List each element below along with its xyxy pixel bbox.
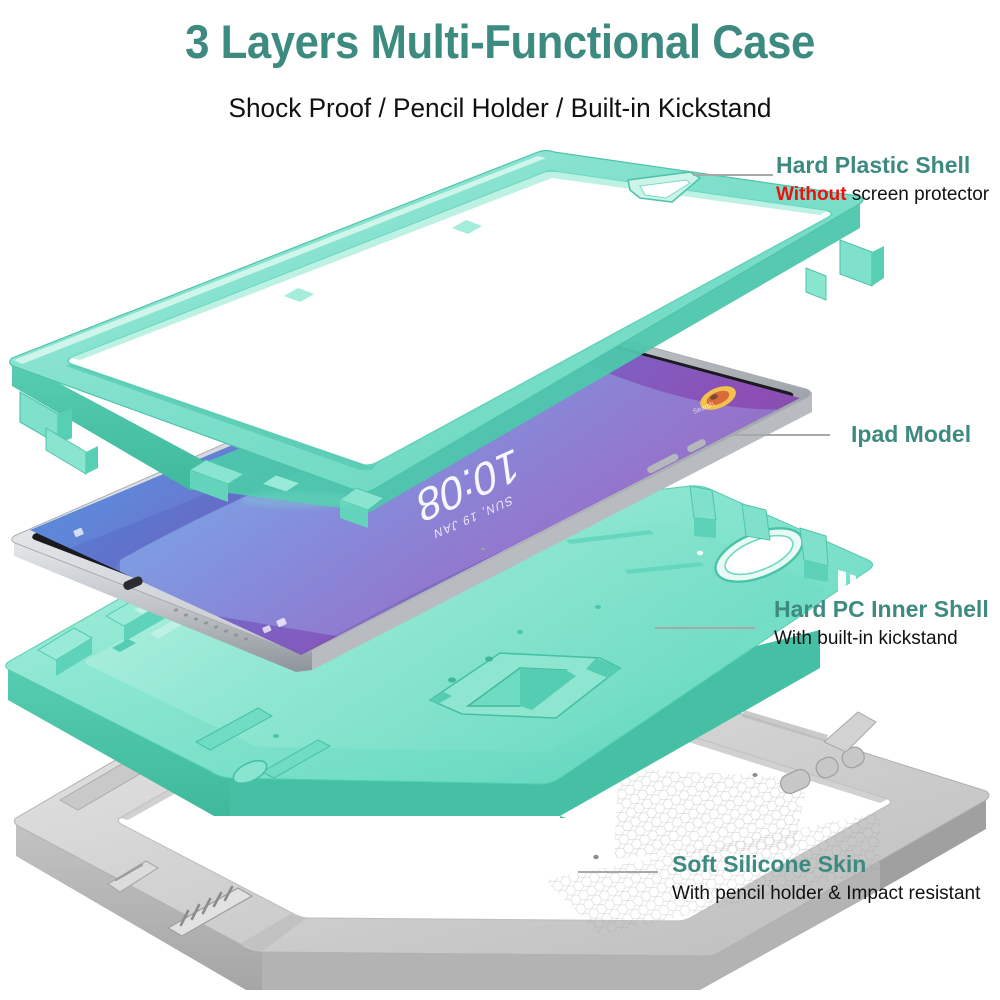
shell-camera-cutout — [627, 171, 702, 203]
callout-warning-without: Without — [776, 184, 847, 206]
callout-sub-soft-silicone-skin: With pencil holder & Impact resistant — [672, 883, 981, 905]
callout-sub-hard-pc-inner-shell: With built-in kickstand — [774, 628, 958, 650]
page-subtitle: Shock Proof / Pencil Holder / Built-in K… — [228, 93, 772, 123]
callout-title-soft-silicone-skin: Soft Silicone Skin — [672, 851, 867, 877]
leader-line-ipad-model — [730, 434, 830, 436]
kickstand-cutout — [428, 652, 622, 719]
shell-corner-tabs-left — [19, 391, 98, 475]
callout-ipad-model: Ipad Model — [851, 421, 971, 447]
leader-line-hard-plastic-shell — [693, 174, 773, 176]
callout-sub-text-screen-protector: screen protector — [846, 184, 990, 206]
usb-c-port — [123, 576, 143, 590]
pencil-holder-slot — [106, 860, 160, 893]
callout-hard-plastic-shell: Hard Plastic Shell Without screen protec… — [776, 152, 989, 207]
kickstand-hinge-tabs — [689, 485, 856, 598]
lower-corner-slots — [194, 707, 332, 785]
callout-title-hard-plastic-shell: Hard Plastic Shell — [776, 152, 971, 178]
leader-line-soft-silicone-skin — [578, 871, 658, 873]
callout-title-hard-pc-inner-shell: Hard PC Inner Shell — [774, 596, 989, 622]
callout-sub-hard-plastic-shell: Without screen protector — [776, 183, 989, 207]
screen-widget-icon — [700, 386, 736, 410]
shell-corner-tabs-right — [805, 239, 884, 301]
speaker-grille-silicone — [166, 885, 254, 937]
shell-top-tabs — [284, 220, 482, 302]
callout-hard-pc-inner-shell: Hard PC Inner Shell With built-in kickst… — [774, 596, 989, 651]
tablet-side-buttons — [647, 439, 706, 474]
tablet-speaker-holes — [173, 608, 249, 641]
honeycomb-texture — [545, 768, 880, 935]
button-cutouts — [779, 746, 865, 794]
shell-bottom-tabs — [188, 459, 386, 528]
callout-soft-silicone-skin: Soft Silicone Skin With pencil holder & … — [672, 851, 980, 906]
page-title: 3 Layers Multi-Functional Case — [185, 15, 815, 68]
camera-cutout-ring — [714, 527, 804, 583]
layer-hard-plastic-shell — [9, 149, 884, 528]
screen-app-icons — [73, 527, 287, 634]
callout-title-ipad-model: Ipad Model — [851, 421, 972, 447]
leader-line-hard-pc-inner-shell — [655, 627, 755, 629]
